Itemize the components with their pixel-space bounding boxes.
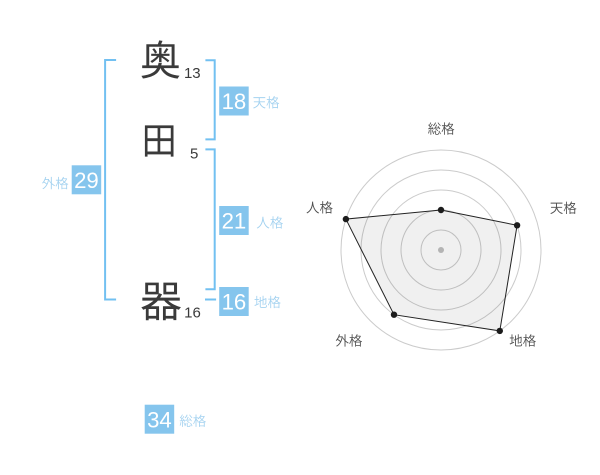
svg-text:16: 16	[184, 305, 201, 322]
svg-text:18: 18	[222, 89, 247, 114]
svg-text:5: 5	[190, 145, 198, 162]
svg-text:13: 13	[184, 65, 201, 82]
svg-text:21: 21	[222, 209, 247, 234]
svg-text:16: 16	[222, 290, 247, 315]
svg-text:34: 34	[147, 407, 172, 432]
svg-text:29: 29	[74, 168, 99, 193]
